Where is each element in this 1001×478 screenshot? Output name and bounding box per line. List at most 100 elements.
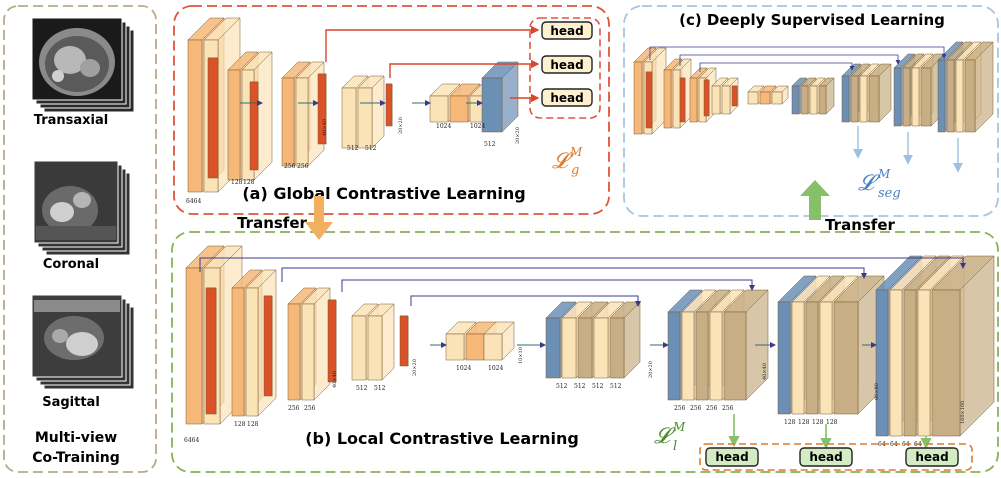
head-label: head <box>809 450 842 464</box>
layer-size-label: 160×160 <box>960 401 966 424</box>
encoder-activation <box>327 299 337 383</box>
layer-size-label: 128 <box>247 421 259 428</box>
transaxial-image <box>31 17 135 113</box>
layer-size-label: 512 <box>574 383 586 390</box>
global-panel <box>173 5 610 215</box>
layer-size-label: 128 <box>784 419 796 426</box>
layer-size-label: 20×20 <box>648 361 654 378</box>
encoder-activation <box>679 77 686 123</box>
head-label: head <box>715 450 748 464</box>
global-skip-arrows <box>240 25 540 106</box>
global-head-3: head <box>541 88 593 107</box>
layer-size-label: 256 <box>690 405 702 412</box>
svg-text:𝓛: 𝓛 <box>858 171 880 196</box>
head-label: head <box>550 58 583 72</box>
layer-size-label: 512 <box>374 385 386 392</box>
layer-size-label: 10×10 <box>518 347 524 364</box>
svg-text:l: l <box>673 439 677 454</box>
encoder-block <box>367 303 395 381</box>
layer-size-label: 128 <box>812 419 824 426</box>
layer-size-label: 128 <box>798 419 810 426</box>
layer-size-label: 256 <box>304 405 316 412</box>
multiview-title-line1: Multi-view <box>35 430 117 446</box>
layer-size-label: 20×20 <box>398 117 404 134</box>
layer-size-label: 1024 <box>470 123 485 130</box>
encoder-activation <box>249 81 259 171</box>
deep-title: (c) Deeply Supervised Learning <box>679 11 945 29</box>
local-head-2: head <box>799 447 853 467</box>
decoder-block <box>964 41 994 133</box>
layer-size-label: 1024 <box>456 365 471 372</box>
encoder-block <box>301 287 331 401</box>
layer-size-label: 256 <box>674 405 686 412</box>
layer-size-label: 6464 <box>184 437 199 444</box>
global-heads-group <box>529 17 601 119</box>
encoder-activation <box>703 79 710 117</box>
local-loss: 𝓛 l M <box>654 420 686 454</box>
svg-text:seg: seg <box>878 186 901 201</box>
svg-text:M: M <box>569 145 583 159</box>
encoder-activation <box>385 83 393 127</box>
decoder-block <box>818 77 835 115</box>
local-title: (b) Local Contrastive Learning <box>305 429 579 448</box>
encoder-activation <box>207 57 219 179</box>
encoder-activation <box>731 85 738 107</box>
layer-size-label: 512 <box>347 145 359 152</box>
layer-size-label: 80×80 <box>874 383 880 400</box>
encoder-block <box>357 75 385 149</box>
layer-size-label: 256 <box>284 163 296 170</box>
layer-size-label: 1024 <box>488 365 503 372</box>
layer-size-label: 40×40 <box>332 371 338 388</box>
encoder-activation <box>399 315 409 367</box>
encoder-activation <box>317 73 327 145</box>
deep-loss: 𝓛 seg M <box>858 167 901 201</box>
layer-size-label: 128 <box>231 179 243 186</box>
multiview-title-line2: Co-Training <box>32 450 120 466</box>
global-title: (a) Global Contrastive Learning <box>242 184 525 203</box>
layer-size-label: 6464 <box>186 198 201 205</box>
transfer-arrow-down <box>305 196 333 240</box>
bottleneck-block <box>483 321 515 361</box>
deep-network <box>633 41 994 135</box>
layer-size-label: 512 <box>365 145 377 152</box>
layer-size-label: 512 <box>592 383 604 390</box>
sagittal-image <box>31 294 135 390</box>
transaxial-label: Transaxial <box>34 113 108 128</box>
layer-size-label: 128 <box>826 419 838 426</box>
encoder-activation <box>263 295 273 397</box>
bottleneck-block <box>771 85 789 105</box>
projection-block <box>481 61 519 133</box>
layer-size-label: 256 <box>297 163 309 170</box>
layer-size-label: 512 <box>556 383 568 390</box>
layer-size-label: 40×40 <box>322 119 328 136</box>
decoder-block <box>609 301 641 379</box>
transfer-label-right: Transfer <box>825 216 895 234</box>
layer-size-label: 256 <box>706 405 718 412</box>
sagittal-label: Sagittal <box>42 395 100 410</box>
layer-size-label: 20×20 <box>515 127 521 144</box>
svg-text:M: M <box>672 420 686 434</box>
layer-size-label: 256 <box>722 405 734 412</box>
layer-size-label: 40×40 <box>762 363 768 380</box>
global-loss: 𝓛 g M <box>552 145 583 178</box>
layer-size-label: 128 <box>243 179 255 186</box>
local-head-1: head <box>705 447 759 467</box>
coronal-label: Coronal <box>43 257 99 272</box>
layer-size-label: 512 <box>484 141 496 148</box>
layer-size-label: 128 <box>234 421 246 428</box>
coronal-image <box>33 160 131 256</box>
decoder-block <box>931 255 995 437</box>
head-label: head <box>915 450 948 464</box>
local-heads-group <box>699 443 973 471</box>
svg-text:M: M <box>877 167 891 181</box>
global-head-1: head <box>541 21 593 40</box>
multiview-panel <box>3 5 157 473</box>
layer-size-label: 512 <box>610 383 622 390</box>
layer-size-label: 20×20 <box>412 359 418 376</box>
head-label: head <box>550 91 583 105</box>
encoder-activation <box>645 71 653 129</box>
transfer-arrow-up <box>800 180 830 220</box>
